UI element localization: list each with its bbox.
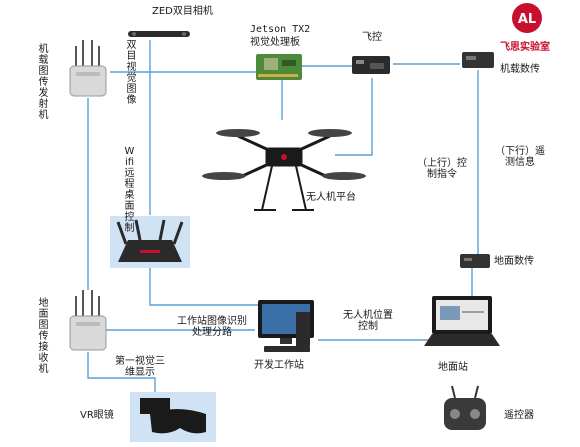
ground-datalink-label: 地面数传 xyxy=(494,256,534,267)
workstation-split-label: 工作站图像识别处理分路 xyxy=(177,316,247,338)
first-person-3d-label: 第一视觉三维显示 xyxy=(115,356,165,378)
link-wifi-down xyxy=(149,268,262,306)
remote-controller-icon xyxy=(444,385,486,430)
ground-station-label: 地面站 xyxy=(438,362,468,373)
ground-video-rx-icon xyxy=(69,290,107,351)
dev-workstation-icon xyxy=(258,300,314,352)
dev-workstation-label: 开发工作站 xyxy=(254,360,304,371)
ground-datalink-icon xyxy=(460,254,490,268)
logo-icon: AL xyxy=(512,3,542,33)
vr-goggles-label: VR眼镜 xyxy=(80,410,114,421)
airborne-video-tx-icon xyxy=(69,40,107,97)
zed-camera-label: ZED双目相机 xyxy=(152,6,213,17)
uplink-label: （上行）控制指令 xyxy=(417,158,467,180)
remote-controller-label: 遥控器 xyxy=(504,410,534,421)
wifi-router-icon xyxy=(110,216,190,268)
airborne-tx-label: 机载图传发射机 xyxy=(38,44,49,121)
link-fc-to-uav xyxy=(335,78,373,156)
ground-rx-label: 地面图传接收机 xyxy=(38,298,49,375)
vr-goggles-icon xyxy=(130,392,216,442)
connection-lines xyxy=(87,40,479,392)
ground-station-laptop-icon xyxy=(424,296,500,346)
logo-text: 飞思实验室 xyxy=(500,42,550,53)
link-rx-to-vr xyxy=(87,352,156,392)
flight-controller-label: 飞控 xyxy=(362,32,382,43)
zed-camera-icon xyxy=(128,31,190,37)
jetson-label: Jetson TX2 xyxy=(250,24,311,35)
uav-position-control-label: 无人机位置控制 xyxy=(343,310,393,332)
uav-platform-label: 无人机平台 xyxy=(306,192,356,203)
stereo-video-label-col1: 双目视觉图像 xyxy=(126,40,137,106)
airborne-datalink-label: 机载数传 xyxy=(500,64,540,75)
jetson-board-icon xyxy=(256,54,302,80)
drone-icon xyxy=(202,129,366,211)
jetson-sub-label: 视觉处理板 xyxy=(250,37,300,48)
flight-controller-icon xyxy=(352,56,390,74)
airborne-datalink-icon xyxy=(462,52,494,68)
wifi-remote-label: Wifi远程桌面控制 xyxy=(124,146,135,234)
downlink-label: （下行）遥测信息 xyxy=(495,146,545,168)
logo-mark: AL xyxy=(518,12,536,27)
